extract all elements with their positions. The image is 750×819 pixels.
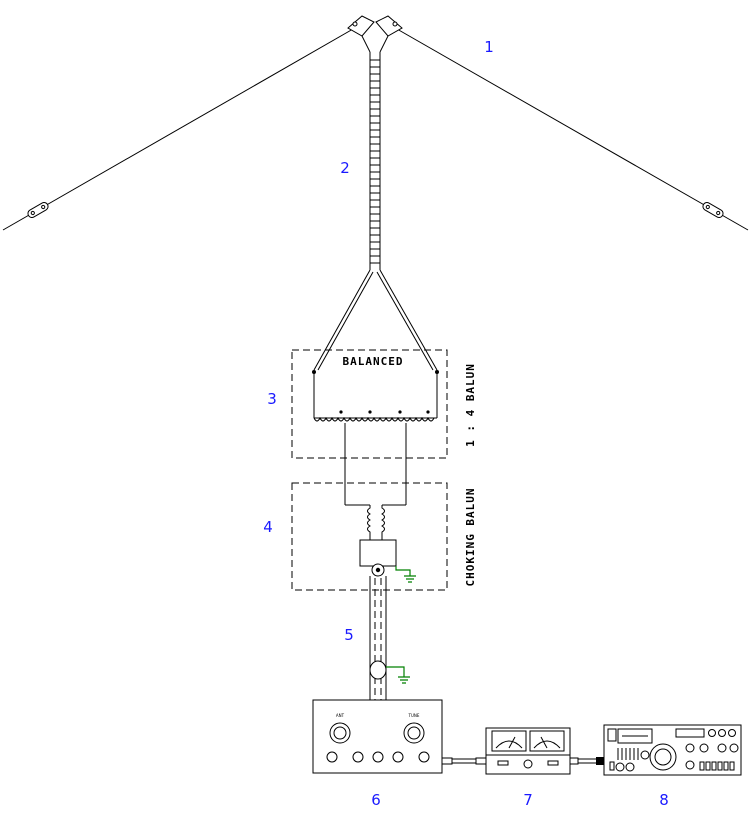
end-insulator-left-icon — [27, 202, 49, 218]
meter-icon — [529, 730, 565, 752]
callout-3: 3 — [267, 390, 277, 408]
swr-meter — [485, 727, 571, 775]
choke-coil-left-icon — [367, 505, 371, 540]
callout-8: 8 — [659, 791, 669, 809]
antenna-tuner: ANT TUNE — [312, 699, 443, 774]
ground-icon — [395, 566, 416, 583]
callout-7: 7 — [523, 791, 533, 809]
choking-balun-label: CHOKING BALUN — [464, 487, 477, 586]
center-insulator-icon — [347, 15, 403, 53]
knob-icon — [329, 722, 351, 744]
tuning-dial-icon — [649, 743, 677, 771]
transceiver — [603, 724, 742, 776]
jumper-cable-7-8 — [569, 757, 604, 765]
choke-coil-right-icon — [381, 505, 385, 540]
choking-balun-box: CHOKING BALUN — [291, 482, 477, 591]
balun-1-4-label: 1 : 4 BALUN — [464, 363, 477, 447]
coax-cable — [369, 576, 410, 700]
ladder-line — [313, 52, 438, 371]
ground-icon — [386, 666, 410, 684]
callout-1: 1 — [484, 38, 494, 56]
ferrite-choke-icon — [369, 660, 387, 680]
callout-6: 6 — [371, 791, 381, 809]
end-insulator-right-icon — [702, 202, 724, 218]
knob-icon — [403, 722, 425, 744]
svg-text:ANT: ANT — [336, 713, 345, 718]
transformer-coil-icon — [313, 416, 437, 422]
callout-4: 4 — [263, 518, 273, 536]
dipole-antenna — [2, 15, 749, 231]
meter-icon — [491, 730, 527, 752]
callout-2: 2 — [340, 159, 350, 177]
balanced-label: BALANCED — [343, 355, 404, 368]
jumper-cable-6-7 — [441, 757, 487, 765]
svg-text:TUNE: TUNE — [408, 713, 420, 718]
callout-5: 5 — [344, 626, 354, 644]
balun-1-4-box: BALANCED 1 : 4 BALUN — [291, 349, 477, 505]
